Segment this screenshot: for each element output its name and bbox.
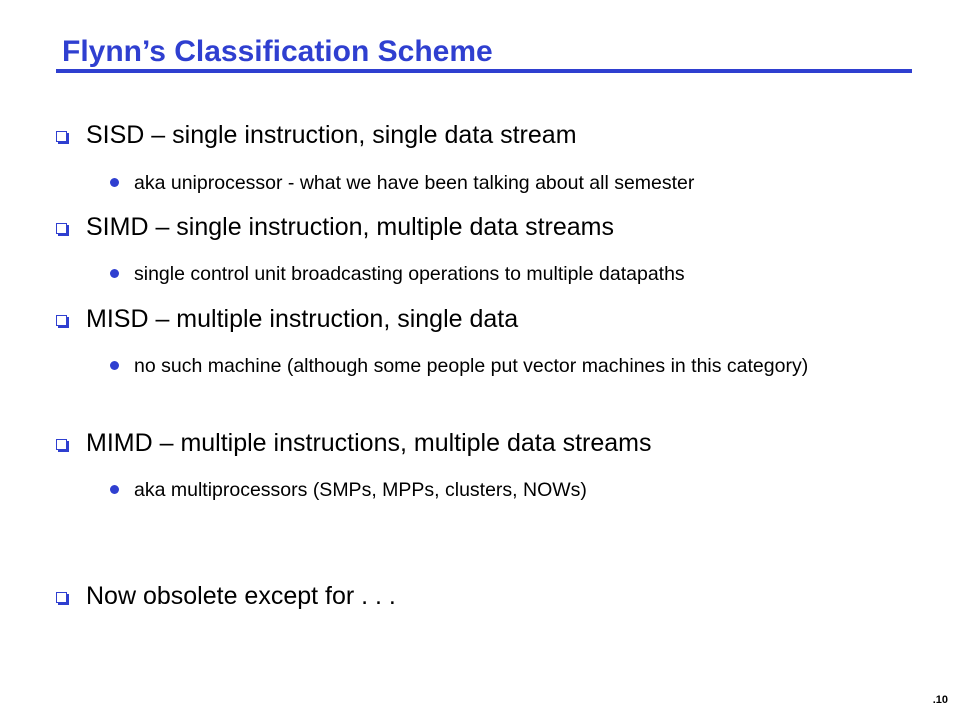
square-bullet-icon	[56, 592, 67, 603]
sub-bullet-simd: single control unit broadcasting operati…	[110, 261, 894, 287]
square-bullet-icon	[56, 223, 67, 234]
page-number: .10	[932, 694, 948, 706]
sub-bullet-sisd: aka uniprocessor - what we have been tal…	[110, 170, 894, 196]
bullet-simd: SIMD – single instruction, multiple data…	[56, 212, 614, 242]
sub-bullet-text: single control unit broadcasting operati…	[134, 263, 685, 285]
slide-title: Flynn’s Classification Scheme	[62, 35, 493, 68]
bullet-obsolete: Now obsolete except for . . .	[56, 581, 396, 611]
bullet-text: Now obsolete except for . . .	[86, 582, 396, 610]
round-bullet-icon	[110, 178, 119, 187]
bullet-text: MISD – multiple instruction, single data	[86, 305, 519, 333]
round-bullet-icon	[110, 485, 119, 494]
bullet-sisd: SISD – single instruction, single data s…	[56, 120, 577, 150]
bullet-text: MIMD – multiple instructions, multiple d…	[86, 429, 652, 457]
round-bullet-icon	[110, 361, 119, 370]
sub-bullet-text: aka multiprocessors (SMPs, MPPs, cluster…	[134, 479, 587, 501]
sub-bullet-mimd: aka multiprocessors (SMPs, MPPs, cluster…	[110, 477, 894, 503]
bullet-misd: MISD – multiple instruction, single data	[56, 304, 519, 334]
square-bullet-icon	[56, 439, 67, 450]
bullet-mimd: MIMD – multiple instructions, multiple d…	[56, 428, 652, 458]
sub-bullet-misd: no such machine (although some people pu…	[110, 353, 894, 379]
round-bullet-icon	[110, 269, 119, 278]
bullet-text: SISD – single instruction, single data s…	[86, 121, 577, 149]
bullet-text: SIMD – single instruction, multiple data…	[86, 213, 614, 241]
sub-bullet-text: aka uniprocessor - what we have been tal…	[134, 172, 695, 194]
title-underline	[56, 69, 912, 73]
square-bullet-icon	[56, 315, 67, 326]
square-bullet-icon	[56, 131, 67, 142]
sub-bullet-text: no such machine (although some people pu…	[134, 355, 809, 377]
